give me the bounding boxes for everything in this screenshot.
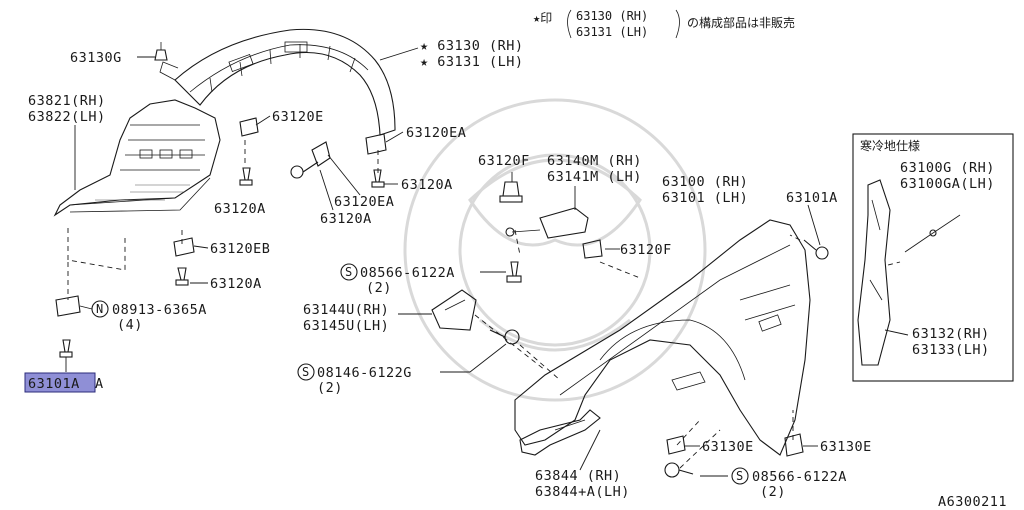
marker-s-1 [340, 263, 358, 281]
marker-s-1-letter: S [345, 265, 352, 279]
label-63120ea-top[interactable]: 63120EA [406, 125, 466, 141]
label-63100g-rh[interactable]: 63100G (RH) [900, 160, 995, 176]
diagram-id: A6300211 [938, 494, 1007, 510]
label-63130g[interactable]: 63130G [70, 50, 122, 66]
marker-s-3 [731, 467, 749, 485]
label-63145u-lh[interactable]: 63145U(LH) [303, 318, 389, 334]
watermark-emblem [403, 98, 707, 402]
inset-frame [852, 133, 1014, 382]
label-63131-lh[interactable]: ★ 63131 (LH) [420, 54, 524, 70]
label-63140m-rh[interactable]: 63140M (RH) [547, 153, 642, 169]
label-63120ea-mid[interactable]: 63120EA [334, 194, 394, 210]
note-prefix: ★印 [533, 11, 552, 25]
marker-n [91, 300, 109, 318]
front-fender [514, 219, 811, 456]
label-63130e-right[interactable]: 63130E [820, 439, 872, 455]
label-63120a-right[interactable]: 63120A [401, 177, 453, 193]
circle-markers: N S S S [91, 263, 749, 485]
label-63120f-top[interactable]: 63120F [478, 153, 530, 169]
note-part-2: 63131 (LH) [576, 25, 648, 39]
label-63101-lh[interactable]: 63101 (LH) [662, 190, 748, 206]
label-63101a-right[interactable]: 63101A [786, 190, 838, 206]
label-63101a-selected-tail: A [95, 376, 104, 392]
label-63141m-lh[interactable]: 63141M (LH) [547, 169, 642, 185]
label-63130e-left[interactable]: 63130E [702, 439, 754, 455]
label-63120a-mid[interactable]: 63120A [320, 211, 372, 227]
fasteners [55, 42, 829, 478]
label-08913-qty: (4) [117, 317, 143, 333]
note-block: ★印 63130 (RH) 63131 (LH) の構成部品は非販売 [533, 9, 795, 39]
marker-n-letter: N [96, 302, 103, 316]
marker-s-2-letter: S [302, 365, 309, 379]
inset-title: 寒冷地仕様 [860, 138, 920, 153]
label-63120e[interactable]: 63120E [272, 109, 324, 125]
note-part-1: 63130 (RH) [576, 9, 648, 23]
label-08566-bottom-qty: (2) [760, 484, 786, 500]
label-63120f-mid[interactable]: 63120F [620, 242, 672, 258]
label-08566-qty: (2) [366, 280, 392, 296]
label-08146-6122g[interactable]: 08146-6122G [317, 365, 412, 381]
label-63130-rh[interactable]: ★ 63130 (RH) [420, 38, 524, 54]
right-explode-lines [474, 229, 801, 469]
inner-liner-main [53, 99, 221, 217]
label-63120a-left[interactable]: 63120A [214, 201, 266, 217]
label-63144u-rh[interactable]: 63144U(RH) [303, 302, 389, 318]
marker-s-2 [297, 363, 315, 381]
selected-part-highlight[interactable] [24, 372, 96, 393]
label-08566-6122a-bottom[interactable]: 08566-6122A [752, 469, 847, 485]
label-08566-6122a[interactable]: 08566-6122A [360, 265, 455, 281]
label-63844a-lh[interactable]: 63844+A(LH) [535, 484, 630, 500]
label-63100-rh[interactable]: 63100 (RH) [662, 174, 748, 190]
part-labels: 63130G ★ 63130 (RH) ★ 63131 (LH) 63821(R… [28, 38, 1007, 510]
label-63822-lh[interactable]: 63822(LH) [28, 109, 106, 125]
label-63101a-selected[interactable]: 63101A [28, 376, 80, 392]
fender-liner-upper [159, 28, 396, 136]
label-63132-rh[interactable]: 63132(RH) [912, 326, 990, 342]
inset-cold-climate: 寒冷地仕様 [852, 133, 1014, 382]
label-08146-qty: (2) [317, 380, 343, 396]
label-63133-lh[interactable]: 63133(LH) [912, 342, 990, 358]
marker-s-3-letter: S [736, 469, 743, 483]
label-63120eb[interactable]: 63120EB [210, 241, 270, 257]
leader-lines [65, 47, 821, 477]
left-explode-lines [67, 140, 379, 300]
note-suffix: の構成部品は非販売 [687, 15, 795, 30]
label-63100ga-lh[interactable]: 63100GA(LH) [900, 176, 995, 192]
label-63120a-lower[interactable]: 63120A [210, 276, 262, 292]
label-63844-rh[interactable]: 63844 (RH) [535, 468, 621, 484]
label-63821-rh[interactable]: 63821(RH) [28, 93, 106, 109]
label-08913-6365a[interactable]: 08913-6365A [112, 302, 207, 318]
